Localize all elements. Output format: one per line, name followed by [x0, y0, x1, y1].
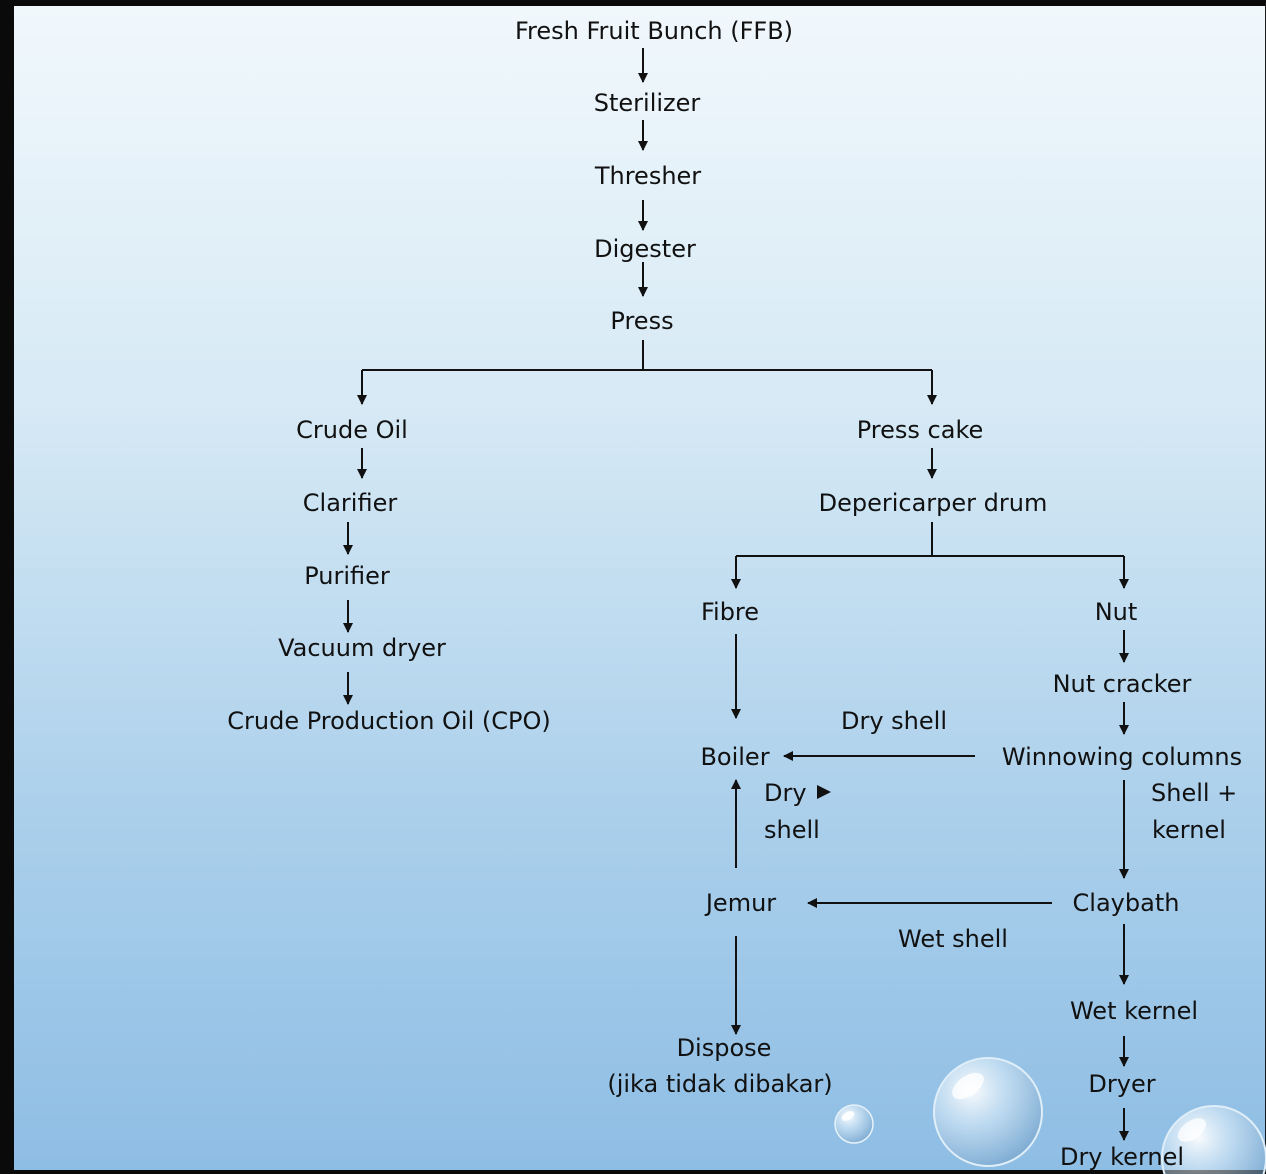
node-crude-oil: Crude Oil: [296, 416, 408, 444]
node-clarifier: Clarifier: [302, 489, 398, 517]
node-purifier: Purifier: [304, 562, 390, 590]
node-cpo: Crude Production Oil (CPO): [227, 707, 551, 735]
edge-label-dry-shell-side-1: Dry: [764, 779, 807, 807]
edge-label-dry-shell-top: Dry shell: [841, 707, 947, 735]
node-ffb: Fresh Fruit Bunch (FFB): [514, 17, 794, 45]
triangle-pointer-icon: [817, 785, 831, 799]
node-dispose-note: (jika tidak dibakar): [607, 1070, 833, 1098]
edge-label-shell-kernel-2: kernel: [1152, 816, 1226, 844]
node-dispose: Dispose: [676, 1034, 772, 1062]
node-wet-kernel: Wet kernel: [1069, 997, 1199, 1025]
node-thresher: Thresher: [594, 162, 702, 190]
edge-label-dry-shell-side-2: shell: [764, 816, 820, 844]
node-claybath: Claybath: [1072, 889, 1180, 917]
node-fibre: Fibre: [700, 598, 760, 626]
node-press-cake: Press cake: [856, 416, 984, 444]
node-dry-kernel: Dry kernel: [1059, 1143, 1185, 1171]
node-digester: Digester: [594, 235, 696, 263]
node-winnowing-columns: Winnowing columns: [1001, 743, 1243, 771]
node-nut-cracker: Nut cracker: [1052, 670, 1192, 698]
bubble-decoration: [834, 1057, 1266, 1174]
node-nut: Nut: [1094, 598, 1138, 626]
node-press: Press: [610, 307, 674, 335]
edge-label-wet-shell: Wet shell: [898, 925, 1008, 953]
node-vacuum-dryer: Vacuum dryer: [278, 634, 446, 662]
node-dryer: Dryer: [1088, 1070, 1156, 1098]
bubble-small: [834, 1104, 874, 1144]
bubble-large: [933, 1057, 1043, 1167]
node-jemur: Jemur: [705, 889, 777, 917]
edge-label-shell-kernel-1: Shell +: [1151, 779, 1238, 807]
node-depericarper-drum: Depericarper drum: [818, 489, 1048, 517]
node-sterilizer: Sterilizer: [593, 89, 701, 117]
node-boiler: Boiler: [700, 743, 770, 771]
